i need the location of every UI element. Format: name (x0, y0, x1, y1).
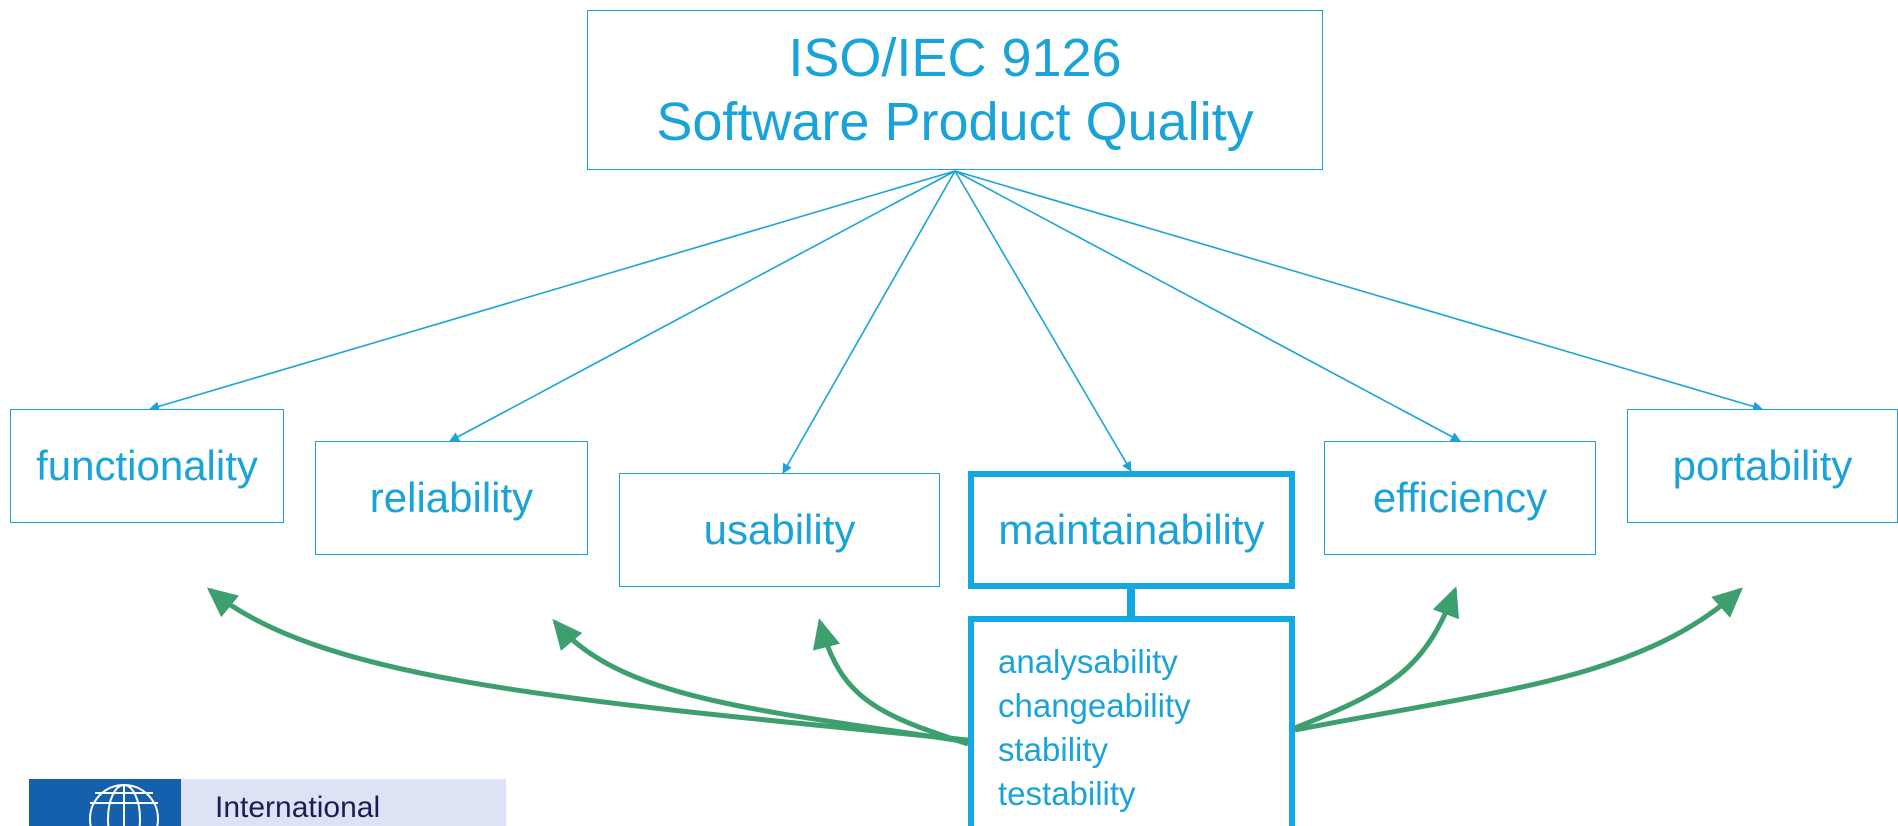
green-arrow-portability (1294, 587, 1743, 733)
arrow-to-efficiency (954, 170, 1461, 442)
arrow-to-functionality (149, 170, 956, 412)
subcharacteristic-item: testability (998, 775, 1136, 812)
logo-text: International (215, 791, 381, 824)
characteristic-maintainability: maintainability (968, 471, 1295, 589)
subcharacteristic-item: changeability (998, 687, 1191, 724)
iso-logo: International (29, 779, 506, 826)
characteristic-functionality: functionality (10, 409, 284, 523)
green-arrow-functionality (206, 587, 969, 743)
arrow-to-usability (782, 170, 956, 474)
arrow-to-portability (954, 170, 1763, 412)
green-arrow-efficiency (1294, 586, 1459, 731)
maintainability-connector (1127, 589, 1135, 617)
characteristic-label: functionality (36, 442, 258, 489)
characteristic-label: usability (703, 506, 856, 553)
subcharacteristic-item: analysability (998, 643, 1178, 680)
subcharacteristic-item: stability (998, 731, 1109, 768)
characteristic-label: maintainability (998, 506, 1265, 553)
characteristic-label: portability (1672, 442, 1853, 489)
title-box: ISO/IEC 9126 Software Product Quality (587, 10, 1323, 170)
characteristic-label: efficiency (1372, 474, 1548, 521)
arrow-to-reliability (449, 170, 956, 442)
title-line-2: Software Product Quality (656, 92, 1254, 152)
characteristic-usability: usability (619, 473, 940, 587)
characteristic-label: reliability (369, 474, 534, 521)
subcharacteristics-box: analysability changeability stability te… (968, 616, 1295, 826)
green-arrow-usability (812, 618, 969, 747)
characteristic-reliability: reliability (315, 441, 588, 555)
title-line-1: ISO/IEC 9126 (788, 28, 1122, 88)
globe-icon (29, 779, 181, 826)
characteristic-portability: portability (1627, 409, 1898, 523)
characteristic-efficiency: efficiency (1324, 441, 1596, 555)
arrow-to-maintainability (954, 170, 1132, 472)
green-arrow-reliability (552, 618, 969, 745)
